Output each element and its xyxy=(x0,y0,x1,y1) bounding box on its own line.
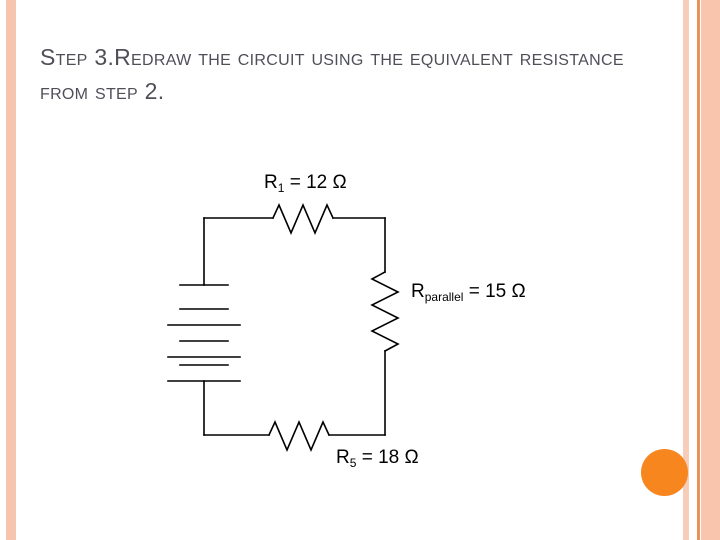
label-r5-unit: Ω xyxy=(404,447,419,468)
label-r1-unit: Ω xyxy=(332,172,347,193)
label-rparallel: Rparallel = 15 Ω xyxy=(411,281,526,304)
resistor-r5-zigzag xyxy=(267,419,331,453)
battery-symbol xyxy=(167,284,241,382)
label-r5-equals: = xyxy=(361,447,373,468)
label-r5-symbol: R xyxy=(336,447,350,468)
label-rparallel-symbol: R xyxy=(411,281,425,302)
label-r1: R1 = 12 Ω xyxy=(264,172,347,195)
label-r5: R5 = 18 Ω xyxy=(336,447,419,470)
label-rparallel-unit: Ω xyxy=(511,281,526,302)
decor-stripe-right-accent-line xyxy=(697,0,700,540)
label-r5-subscript: 5 xyxy=(349,456,357,470)
label-rparallel-value: 15 xyxy=(485,281,507,302)
label-r1-equals: = xyxy=(289,172,301,193)
label-r1-value: 12 xyxy=(306,172,328,193)
resistor-rparallel-zigzag xyxy=(370,270,400,353)
decor-stripe-left xyxy=(6,0,16,540)
label-r1-symbol: R xyxy=(264,172,278,193)
decor-stripe-right-wide xyxy=(701,0,720,540)
resistor-r1-zigzag xyxy=(271,202,335,236)
decor-stripe-right-thin xyxy=(683,0,689,540)
decor-circle-bottom-right xyxy=(641,449,688,496)
label-r5-value: 18 xyxy=(378,447,400,468)
slide-title: Step 3.Redraw the circuit using the equi… xyxy=(40,44,631,104)
label-rparallel-equals: = xyxy=(468,281,480,302)
label-r1-subscript: 1 xyxy=(277,181,285,195)
label-rparallel-subscript: parallel xyxy=(424,290,464,304)
